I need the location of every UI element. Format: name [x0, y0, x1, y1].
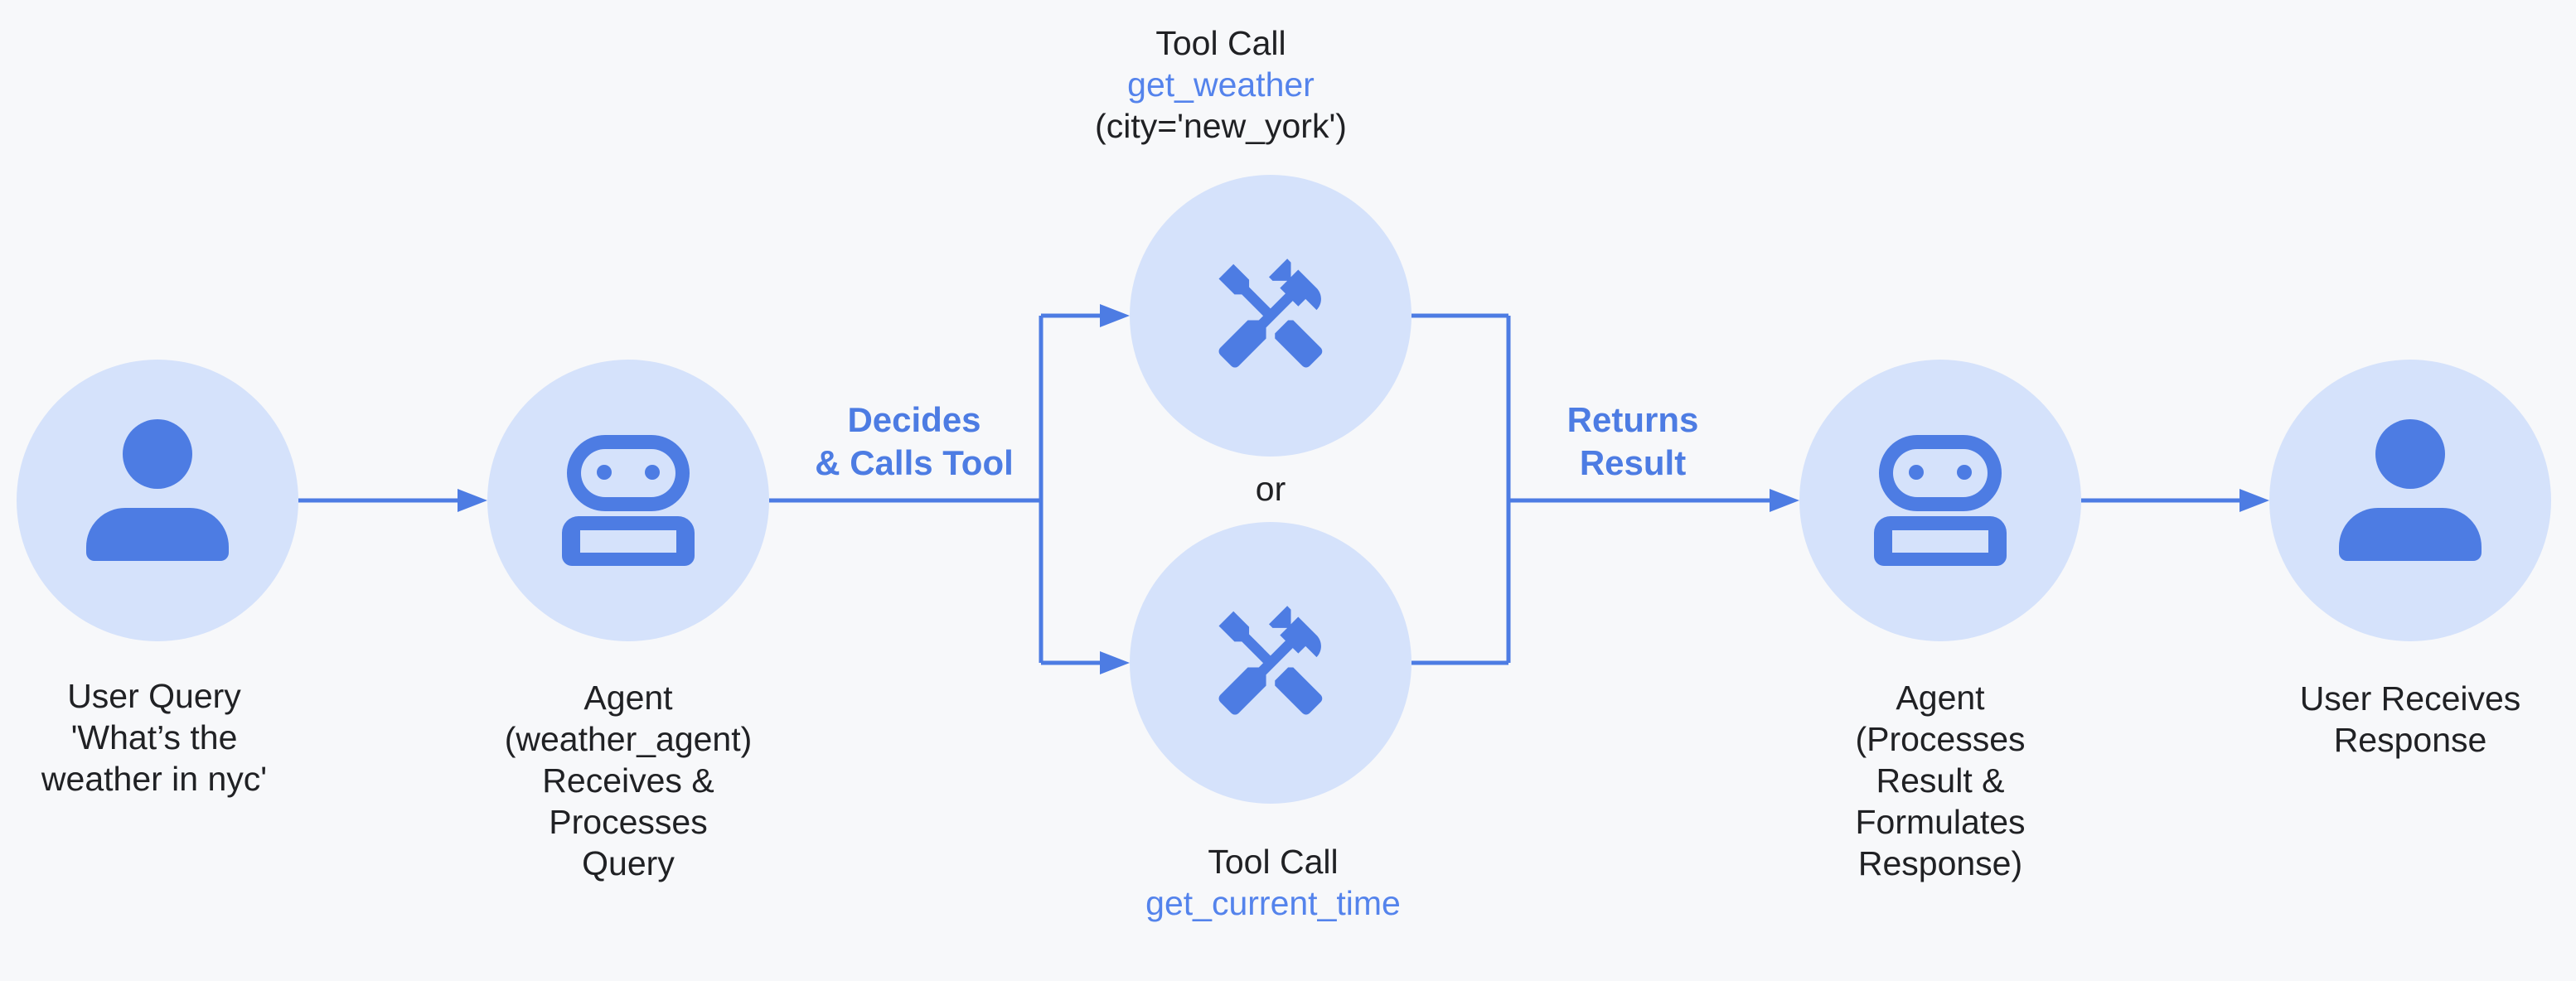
arrow-to-tool-top-head [1100, 304, 1130, 327]
arrow-user-to-agent-head [458, 489, 487, 512]
branch-right-lines [1411, 313, 1771, 665]
node-agent-weather [487, 360, 769, 641]
returns-result-label: Returns Result [1566, 400, 1699, 482]
decides-calls-tool-label: Decides & Calls Tool [815, 400, 1014, 482]
robot-icon [562, 435, 695, 566]
tool-call-bottom-name: get_current_time [1145, 884, 1401, 922]
tools-icon [1218, 606, 1323, 715]
tool-call-top-name: get_weather [1127, 65, 1315, 104]
node-agent-response [1799, 360, 2081, 641]
arrow-agent2-to-user-head [2239, 489, 2269, 512]
node-user-query [17, 360, 298, 641]
node-tool-get-current-time [1130, 522, 1411, 804]
tool-call-bottom-label: Tool Call get_current_time [1145, 841, 1401, 924]
person-icon [86, 419, 229, 561]
agent-response-label: Agent (Processes Result & Formulates Res… [1855, 679, 2026, 882]
user-response-label: User Receives Response [2299, 679, 2521, 759]
node-tool-get-weather [1130, 175, 1411, 457]
arrow-to-agent2-head [1770, 489, 1799, 512]
tool-call-top-args: (city='new_york') [1095, 107, 1347, 145]
node-user-response [2269, 360, 2551, 641]
or-label: or [1255, 470, 1286, 508]
user-query-label: User Query 'What’s the weather in nyc' [41, 677, 268, 798]
tool-call-bottom-title: Tool Call [1208, 843, 1339, 881]
person-icon [2339, 419, 2482, 561]
robot-icon [1874, 435, 2007, 566]
tool-call-top-title: Tool Call [1155, 24, 1286, 62]
tool-call-top-label: Tool Call get_weather (city='new_york') [1095, 22, 1347, 147]
tools-icon [1218, 259, 1323, 368]
agent-weather-label: Agent (weather_agent) Receives & Process… [504, 679, 753, 882]
arrow-to-tool-bottom-head [1100, 651, 1130, 674]
branch-left-lines [769, 313, 1102, 665]
